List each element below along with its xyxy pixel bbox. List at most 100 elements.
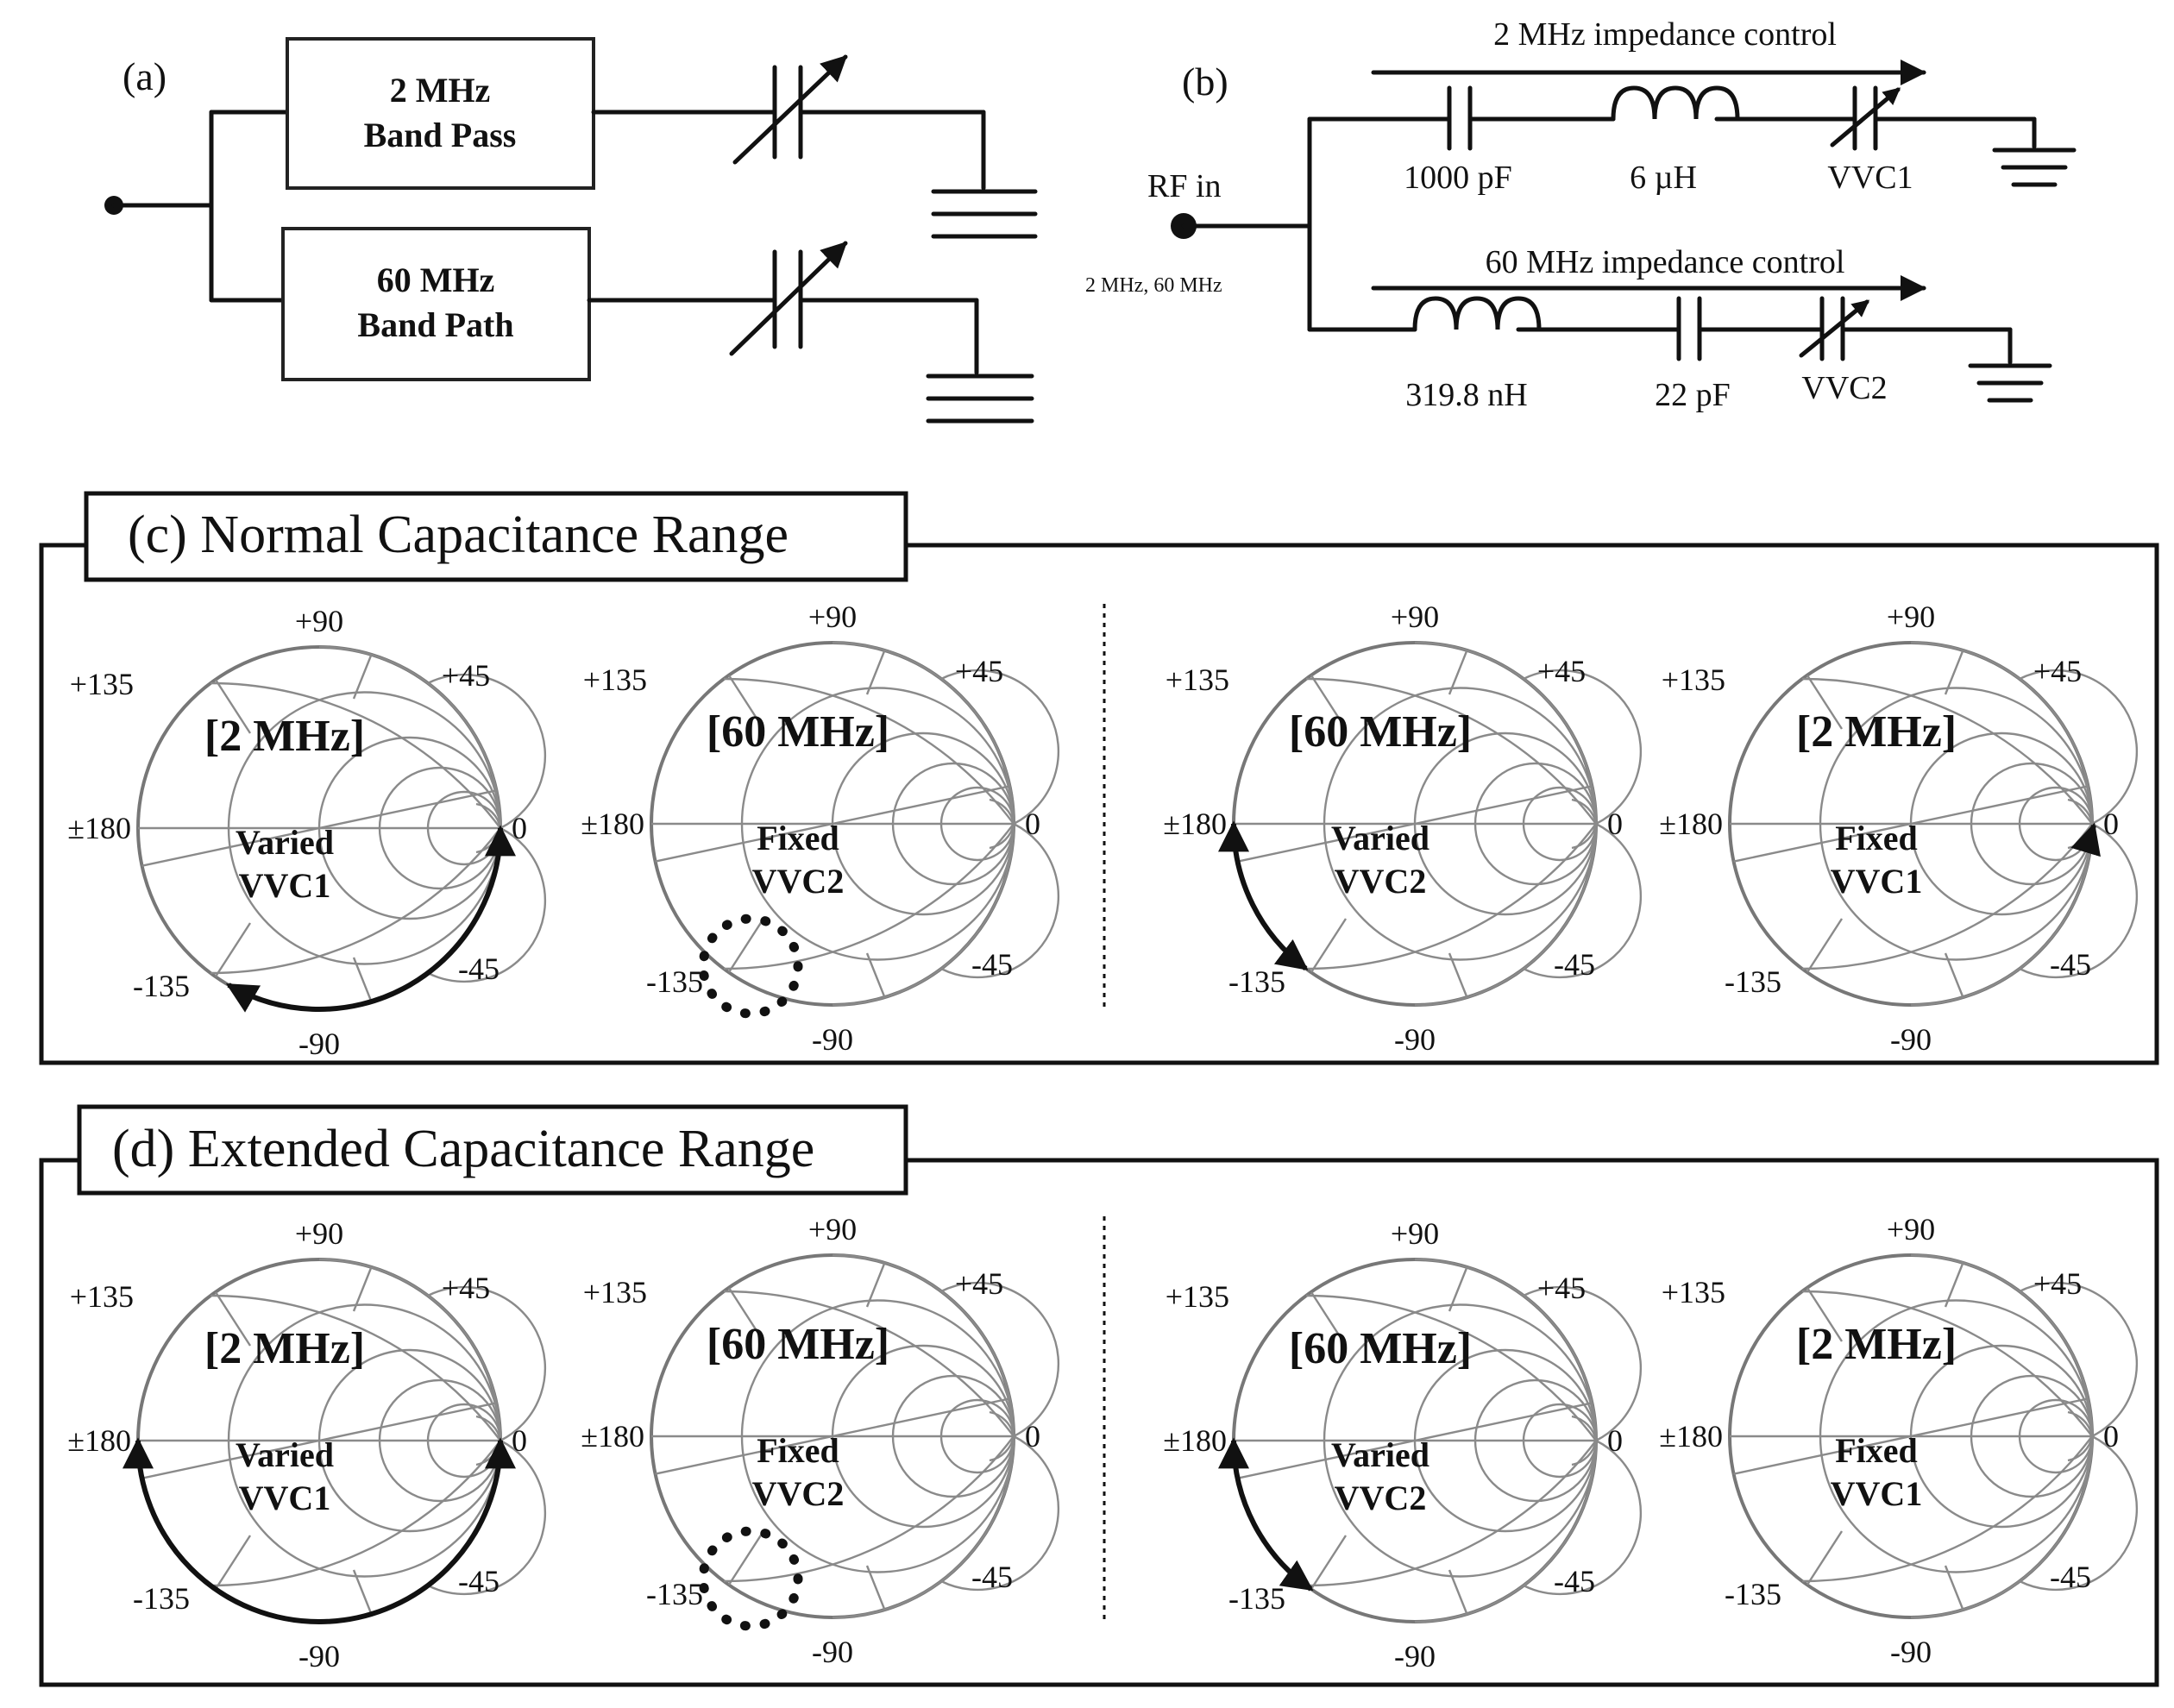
chart-frequency: [2 MHz] bbox=[204, 712, 365, 761]
section-c: (c) Normal Capacitance Range +90 +45 +135 ±… bbox=[39, 491, 2159, 1065]
fixed-point-marker bbox=[698, 1526, 803, 1631]
panel-a-label: (a) bbox=[123, 54, 167, 98]
angle-label-m45: -45 bbox=[2050, 1560, 2091, 1594]
angle-label-m45: -45 bbox=[1554, 1564, 1595, 1598]
tuning-arc bbox=[1218, 1437, 1314, 1592]
angle-label-m135: -135 bbox=[646, 964, 703, 999]
rf-freq-label: 2 MHz, 60 MHz bbox=[1085, 274, 1222, 297]
angle-label-zero: 0 bbox=[512, 811, 527, 845]
angle-label-zero: 0 bbox=[1025, 807, 1040, 841]
chart-frequency: [2 MHz] bbox=[204, 1324, 365, 1373]
angle-label-m90: -90 bbox=[298, 1639, 340, 1673]
angle-label-m90: -90 bbox=[1394, 1022, 1436, 1057]
angle-label-p135: +135 bbox=[70, 1279, 134, 1314]
angle-label-p90: +90 bbox=[1391, 1216, 1439, 1251]
angle-label-p180: ±180 bbox=[581, 807, 644, 841]
chart-mode: Fixed bbox=[757, 819, 839, 857]
angle-label-p180: ±180 bbox=[1163, 1423, 1227, 1458]
chart-frequency: [60 MHz] bbox=[707, 707, 889, 757]
chart-frequency: [60 MHz] bbox=[1289, 707, 1472, 757]
angle-label-p180: ±180 bbox=[67, 1423, 131, 1458]
angle-label-p180: ±180 bbox=[67, 811, 131, 845]
angle-label-p45: +45 bbox=[955, 654, 1003, 688]
tuning-arc bbox=[1218, 820, 1309, 971]
chart-capacitor: VVC1 bbox=[1831, 862, 1923, 901]
angle-label-p45: +45 bbox=[1537, 654, 1586, 688]
section-c-title-box bbox=[84, 491, 908, 582]
angle-label-m45: -45 bbox=[971, 947, 1013, 982]
bandpass-2mhz-box bbox=[286, 37, 595, 190]
angle-label-p90: +90 bbox=[808, 1212, 857, 1246]
panel-b: (b) RF in 2 MHz, 60 MHz 2 MHz impedance … bbox=[1085, 16, 2077, 413]
angle-label-zero: 0 bbox=[1025, 1419, 1040, 1454]
chart-capacitor: VVC1 bbox=[239, 866, 331, 905]
angle-label-p180: ±180 bbox=[1659, 1419, 1723, 1454]
tuning-arc bbox=[225, 825, 516, 1013]
box-bottom-line2: Band Path bbox=[357, 305, 513, 344]
bottom-comp-0: 319.8 nH bbox=[1405, 377, 1527, 413]
angle-label-p135: +135 bbox=[70, 667, 134, 701]
chart-capacitor: VVC2 bbox=[1335, 1479, 1427, 1517]
angle-label-p135: +135 bbox=[1166, 662, 1229, 697]
chart-frequency: [60 MHz] bbox=[707, 1320, 889, 1369]
angle-label-p90: +90 bbox=[1887, 1212, 1935, 1246]
angle-label-m135: -135 bbox=[646, 1577, 703, 1611]
top-comp-2: VVC1 bbox=[1827, 160, 1913, 196]
angle-label-p45: +45 bbox=[2033, 1266, 2082, 1301]
angle-label-p90: +90 bbox=[808, 600, 857, 634]
angle-label-p90: +90 bbox=[295, 604, 343, 638]
angle-label-zero: 0 bbox=[512, 1423, 527, 1458]
bottom-comp-1: 22 pF bbox=[1655, 377, 1731, 413]
panel-a: (a) 2 MHz Band Pass 60 MHz Band Path bbox=[104, 37, 1038, 424]
chart-mode: Fixed bbox=[1835, 1431, 1918, 1470]
angle-label-p135: +135 bbox=[1166, 1279, 1229, 1314]
tick-arrow bbox=[2070, 822, 2101, 857]
section-c-title: (c) Normal Capacitance Range bbox=[128, 505, 789, 564]
variable-cap-arrow bbox=[732, 54, 848, 165]
angle-label-m90: -90 bbox=[812, 1635, 853, 1669]
angle-label-m90: -90 bbox=[1890, 1022, 1932, 1057]
angle-label-p135: +135 bbox=[1662, 1275, 1725, 1309]
angle-label-p135: +135 bbox=[1662, 662, 1725, 697]
top-comp-1: 6 µH bbox=[1630, 160, 1697, 196]
inductor-6uh bbox=[1611, 85, 1740, 122]
panel-b-label: (b) bbox=[1182, 60, 1228, 104]
angle-label-m90: -90 bbox=[812, 1022, 853, 1057]
chart-mode: Varied bbox=[236, 823, 334, 862]
section-d-title: (d) Extended Capacitance Range bbox=[112, 1120, 814, 1178]
fixed-point-marker bbox=[698, 914, 803, 1019]
chart-mode: Fixed bbox=[1835, 819, 1918, 857]
chart-frequency: [2 MHz] bbox=[1796, 1320, 1957, 1369]
chart-capacitor: VVC2 bbox=[752, 862, 845, 901]
section-c-frame bbox=[39, 543, 2159, 1065]
chart-capacitor: VVC2 bbox=[752, 1474, 845, 1513]
angle-label-p90: +90 bbox=[295, 1216, 343, 1251]
angle-label-m135: -135 bbox=[1725, 1577, 1781, 1611]
angle-label-zero: 0 bbox=[2103, 1419, 2119, 1454]
angle-label-m135: -135 bbox=[133, 1581, 190, 1616]
chart-mode: Varied bbox=[1331, 1435, 1429, 1474]
angle-label-p180: ±180 bbox=[581, 1419, 644, 1454]
section-d-title-box bbox=[77, 1104, 908, 1196]
chart-capacitor: VVC1 bbox=[1831, 1474, 1923, 1513]
chart-mode: Varied bbox=[236, 1435, 334, 1474]
angle-label-m135: -135 bbox=[1228, 964, 1285, 999]
bottom-comp-2: VVC2 bbox=[1801, 370, 1887, 406]
inductor-319nh bbox=[1412, 296, 1542, 332]
angle-label-zero: 0 bbox=[1607, 1423, 1623, 1458]
angle-label-p45: +45 bbox=[442, 1271, 490, 1305]
box-top-line2: Band Pass bbox=[364, 116, 517, 154]
chart-frequency: [60 MHz] bbox=[1289, 1324, 1472, 1373]
angle-label-p45: +45 bbox=[442, 658, 490, 693]
angle-label-p180: ±180 bbox=[1163, 807, 1227, 841]
angle-label-m135: -135 bbox=[1725, 964, 1781, 999]
